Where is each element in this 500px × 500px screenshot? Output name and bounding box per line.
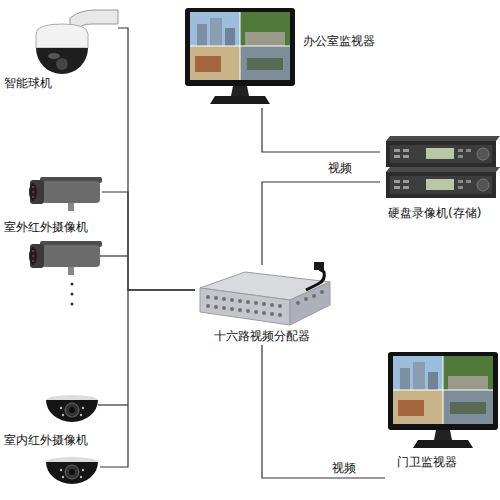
outdoor-ir-camera	[29, 241, 102, 275]
device-label: 门卫监视器	[397, 455, 457, 469]
device-label: 智能球机	[4, 76, 52, 90]
indoor-ir-camera	[46, 457, 98, 484]
device-label: 室外红外摄像机	[4, 220, 88, 234]
camera-node: 室外红外摄像机	[0, 175, 102, 275]
video-distributor	[200, 262, 330, 325]
dvr-unit	[386, 167, 500, 198]
camera-wire	[100, 255, 128, 256]
ptz-dome-camera	[36, 10, 118, 74]
edge-label: 视频	[332, 461, 356, 475]
ellipsis-dot	[71, 293, 74, 296]
monitor-node: 门卫监视器	[385, 350, 500, 485]
camera-node: 智能球机	[0, 0, 118, 92]
video-cable	[262, 182, 380, 265]
video-cable	[100, 290, 195, 467]
ellipsis-dot	[71, 303, 74, 306]
edge-label: 视频	[328, 161, 352, 175]
indoor-ir-camera	[46, 395, 98, 422]
camera-wire	[98, 404, 128, 405]
device-label: 硬盘录像机(存储)	[388, 206, 481, 220]
ellipsis-dot	[71, 283, 74, 286]
camera-node: 室内红外摄像机	[0, 395, 100, 500]
distributor-node: 十六路视频分配器	[195, 265, 330, 345]
monitor-node: 办公室监视器	[185, 5, 400, 108]
video-cable	[102, 192, 195, 290]
dvr-unit	[386, 136, 500, 167]
gate-monitor	[388, 352, 498, 448]
video-cable	[262, 108, 380, 152]
device-label: 办公室监视器	[303, 34, 375, 48]
video-cable	[262, 345, 385, 478]
video-cable	[118, 28, 195, 290]
office-monitor	[185, 8, 295, 104]
device-label: 室内红外摄像机	[4, 433, 88, 447]
device-label: 十六路视频分配器	[214, 329, 310, 343]
recorder-node: 硬盘录像机(存储)	[380, 128, 500, 222]
outdoor-ir-camera	[29, 177, 102, 211]
